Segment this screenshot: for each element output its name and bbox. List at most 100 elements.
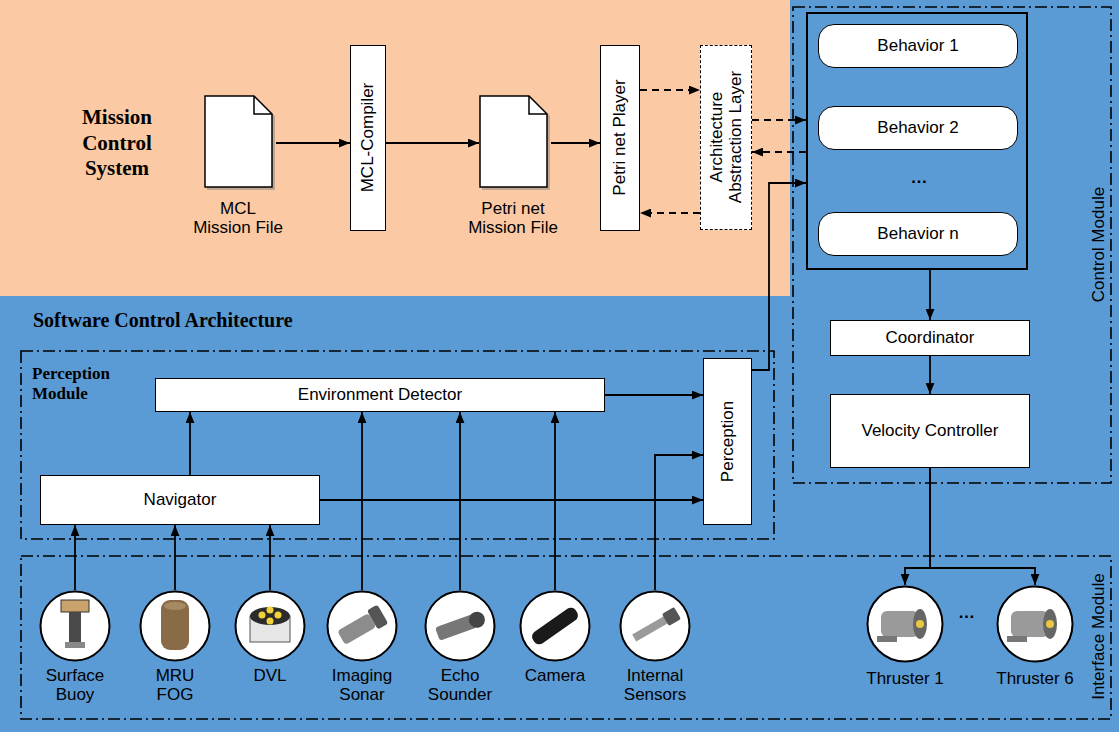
device-icon [367,604,388,629]
node-label: Velocity Controller [861,421,998,440]
node-label: Coordinator [886,328,975,347]
device-icon [530,605,581,646]
module-frame: Surface Buoy MRU FOG DVLImaging SonarEcho … [20,555,1112,720]
node-label: Echo Sounder [415,666,505,704]
sensor-circle: Internal Sensors [609,590,701,710]
sensor-circle: MRU FOG [129,590,221,710]
thruster-circle: Thruster 1 [855,585,955,695]
device-icon [161,600,189,650]
node-label: Imaging Sonar [317,666,407,704]
node-label: Surface Buoy [30,666,120,704]
mission-file: Petri net Mission File [463,95,563,255]
process-box: Environment Detector [155,378,605,412]
device-icon [1007,636,1027,642]
node-label: Behavior 1 [877,36,958,55]
node-label: MCL Mission File [190,199,286,237]
process-box: Coordinator [830,320,1030,356]
node-label: Architecture Abstraction Layer [707,63,745,213]
device-icon [164,602,186,610]
device-icon [61,600,89,612]
document-fold [529,96,547,114]
device-icon [1046,620,1054,628]
abstraction-layer-box: Architecture Abstraction Layer [700,45,752,230]
device-icon [662,607,681,626]
device-circle [328,592,397,661]
device-circle [141,592,210,661]
sensor-circle: Surface Buoy [29,590,121,710]
document-icon [479,95,551,191]
group-heading: Software Control Architecture [33,309,453,331]
device-icon [267,618,274,625]
device-icon [69,612,81,644]
device-icon [916,620,924,628]
document-fold [254,96,272,114]
document-icon [480,96,547,187]
process-box: Velocity Controller [830,394,1030,468]
device-icon [161,600,189,650]
device-icon [913,609,927,639]
process-box: Navigator [40,475,320,525]
group-heading: Control Module [1089,160,1108,330]
module-outline [21,351,774,539]
node-label: MCL-Compiler [358,53,377,223]
device-circle [521,592,590,661]
module-outline [793,7,1111,483]
device-circle [326,590,398,662]
device-circle [998,587,1073,662]
device-icon [1007,609,1057,642]
device-icon [250,607,290,643]
sensor-circle: DVL [224,590,316,710]
ellipsis-label: … [958,603,975,622]
behavior-box: Behavior 1 [818,24,1018,68]
group-heading: Perception Module [32,364,142,403]
device-icon [336,604,389,647]
device-icon [435,610,487,642]
node-label: Thruster 6 [985,669,1085,688]
device-icon [259,612,266,619]
node-label: DVL [225,666,315,685]
device-circle [234,590,306,662]
device-icon [877,609,927,642]
behavior-box: Behavior 2 [818,106,1018,150]
node-label: Behavior n [877,224,958,243]
device-icon [337,613,376,645]
thruster-circle: Thruster 6 [985,585,1085,695]
device-icon [631,607,681,644]
node-label: Perception [718,367,737,517]
device-circle [868,587,943,662]
player-box: Petri net Player [600,45,640,231]
device-circle [39,590,111,662]
device-icon [61,600,89,648]
node-label: … [808,168,1030,187]
sensor-circle: Echo Sounder [414,590,506,710]
device-circle [236,592,305,661]
document-icon [204,95,276,191]
behavior-group: Behavior 1 Behavior 2 Behavior n … [806,12,1028,270]
sensor-circle: Camera [509,590,601,710]
device-icon [530,605,581,646]
device-icon [435,610,487,642]
node-label: Camera [510,666,600,685]
device-icon [336,604,389,647]
device-icon [1043,609,1057,639]
module-frame: Environment DetectorNavigator Perception P… [20,350,775,540]
device-circle [519,590,591,662]
device-circle [41,592,110,661]
behavior-box: Behavior n [818,212,1018,256]
device-circle [619,590,691,662]
node-label: Petri net Player [610,53,629,223]
device-circle [424,590,496,662]
module-frame: Behavior 1 Behavior 2 Behavior n … Coordinat… [792,6,1112,484]
device-icon [250,607,290,625]
node-label: Navigator [144,490,217,509]
node-label: Internal Sensors [610,666,700,704]
device-circle [621,592,690,661]
device-icon [267,607,274,614]
node-label: MRU FOG [145,666,205,704]
mission-control-band: MCL Mission File MCL-Compiler Petri net Mi… [0,0,790,296]
mission-file: MCL Mission File [188,95,288,255]
node-label: Behavior 2 [877,118,958,137]
